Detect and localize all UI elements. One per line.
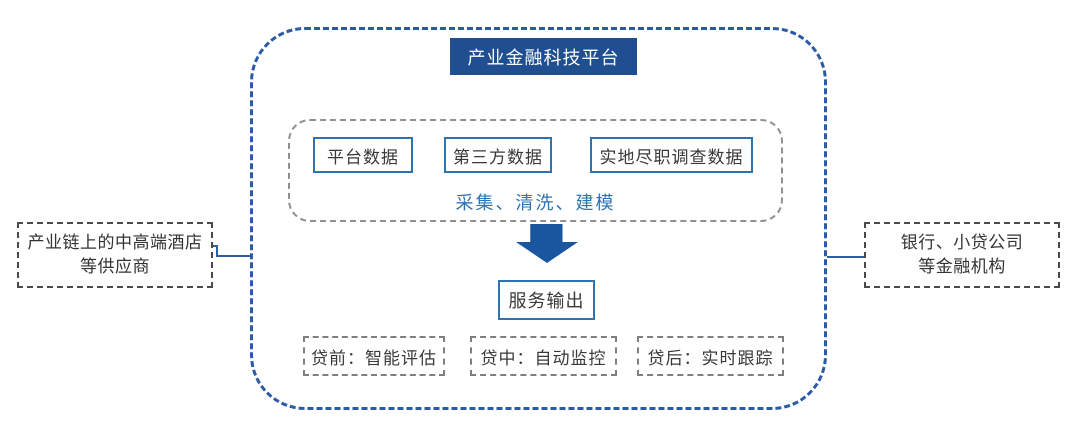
data-source-platform-data: 平台数据 [313,137,413,173]
financial-institution-line2: 等金融机构 [918,257,1006,276]
financial-institution-line1: 银行、小贷公司 [900,233,1024,252]
service-mid-loan: 贷中：自动监控 [470,336,617,376]
service-post-loan: 贷后：实时跟踪 [637,336,784,376]
left-connector-line [213,245,250,257]
service-pre-loan: 贷前：智能评估 [303,336,445,376]
platform-title: 产业金融科技平台 [450,38,637,75]
financial-institution-box: 银行、小贷公司 等金融机构 [864,222,1060,288]
process-label: 采集、清洗、建模 [455,193,616,213]
service-output-box: 服务输出 [498,280,595,320]
data-source-third-party-data: 第三方数据 [444,137,552,173]
data-processing-frame [288,119,783,222]
supplier-entity-line2: 等供应商 [80,257,150,276]
data-source-due-diligence-data: 实地尽职调查数据 [590,137,753,173]
supplier-entity-line1: 产业链上的中高端酒店 [27,233,203,252]
platform-outer-frame [250,27,827,410]
supplier-entity-box: 产业链上的中高端酒店 等供应商 [17,222,213,288]
